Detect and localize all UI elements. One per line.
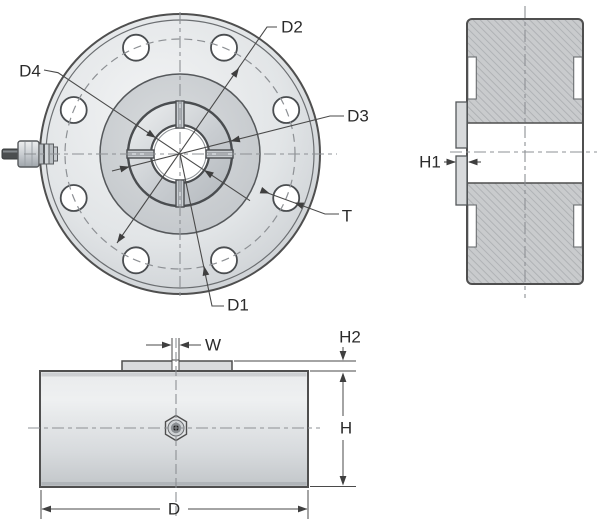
boss-lip-lower	[455, 155, 468, 206]
arrowhead	[298, 505, 308, 513]
label-D4: D4	[19, 62, 41, 81]
arrowhead	[339, 372, 347, 382]
cable-highlight	[3, 150, 18, 153]
arrowhead	[339, 351, 347, 361]
arrowhead	[339, 476, 347, 486]
arrowhead	[41, 505, 51, 513]
label-H1: H1	[419, 153, 441, 172]
arrowhead	[117, 233, 126, 243]
dim-D3	[111, 115, 344, 173]
arrowhead	[119, 165, 130, 173]
notch	[467, 56, 477, 100]
front-view: W H2 H D	[28, 328, 361, 520]
hex-plug	[164, 414, 188, 442]
dim-D2	[116, 26, 277, 244]
notch	[573, 56, 583, 100]
label-D: D	[168, 500, 180, 519]
arrowhead	[146, 129, 156, 138]
dim-H1	[444, 158, 481, 166]
dim-D1	[179, 153, 224, 307]
dim-D	[40, 490, 309, 519]
arrowhead	[446, 158, 456, 166]
boss-slot-innerlines	[128, 102, 232, 206]
arrowhead	[230, 135, 241, 143]
arrowhead	[230, 68, 239, 78]
arrowhead	[204, 170, 214, 179]
section-view: H1	[419, 6, 597, 298]
label-D2: D2	[281, 18, 303, 37]
dimension-leaders	[43, 26, 344, 307]
label-W: W	[205, 336, 221, 355]
body-top-shadow	[41, 372, 307, 377]
arrowhead	[294, 202, 305, 209]
label-H: H	[340, 419, 352, 438]
boss-lip-upper	[455, 101, 468, 149]
dim-H	[310, 372, 356, 487]
label-D3: D3	[347, 107, 369, 126]
notch	[573, 204, 583, 248]
arrowhead	[259, 187, 270, 194]
arrowhead	[468, 158, 478, 166]
label-D1: D1	[227, 296, 249, 315]
dim-D4	[43, 69, 251, 202]
dim-H2	[234, 347, 356, 372]
arrowhead	[162, 341, 172, 349]
dim-W	[146, 338, 201, 360]
body-bottom-shadow	[41, 482, 307, 486]
label-T: T	[342, 207, 352, 226]
top-view: D2 D4 D3 T D1	[1, 12, 369, 315]
arrowhead	[179, 341, 189, 349]
dim-T	[259, 187, 339, 215]
arrowhead	[202, 266, 210, 276]
notch	[467, 204, 477, 248]
label-H2: H2	[339, 328, 361, 347]
